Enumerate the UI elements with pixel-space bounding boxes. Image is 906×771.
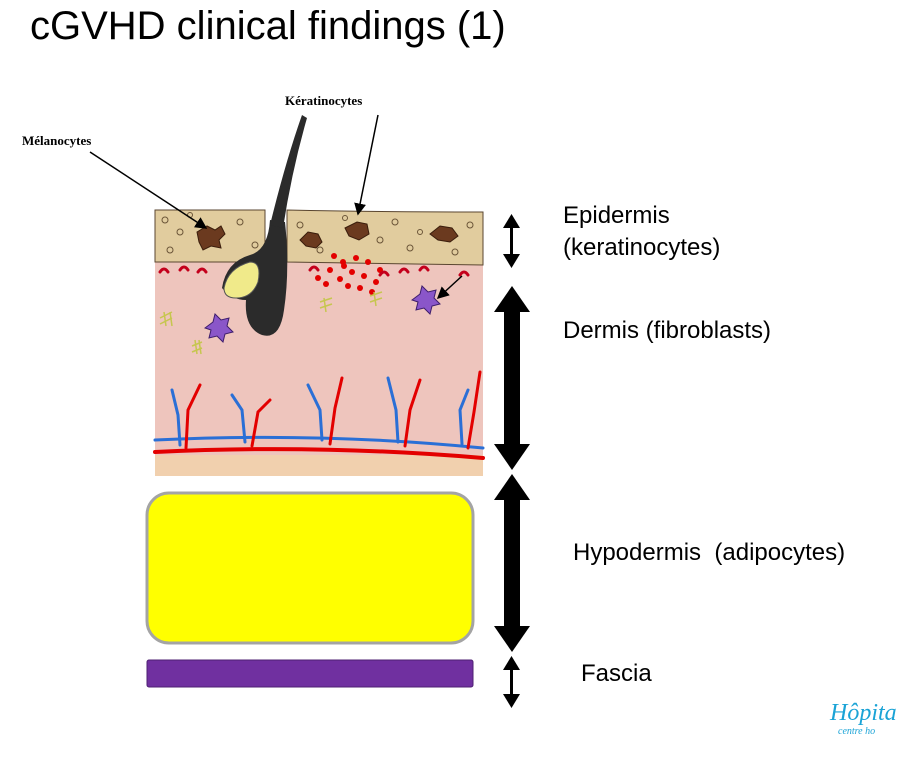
melanocytes-arrow: [89, 151, 208, 229]
hypodermis-scale-arrow: [494, 474, 530, 652]
melanocytes-callout: Mélanocytes: [22, 133, 92, 148]
langerhans-cells: [203, 285, 441, 343]
keratinocytes-arrow: [354, 114, 379, 216]
fascia-label: Fascia: [581, 660, 652, 687]
keratinocytes-callout: Kératinocytes: [285, 93, 363, 108]
logo-main-text: Hôpita: [830, 700, 897, 726]
fascia-layer: [146, 659, 474, 688]
subcutaneous-band: [155, 455, 483, 476]
melanocyte-cells: [196, 221, 459, 251]
blood-vessels: [153, 370, 485, 460]
fascia-scale-arrow: [503, 656, 520, 708]
epidermis-label-line1: Epidermis: [563, 202, 670, 229]
hypodermis-label: Hypodermis (adipocytes): [573, 539, 846, 566]
hypodermis-layer: [145, 491, 475, 645]
epidermis-layer-right: [286, 209, 484, 266]
capillary-loops: [158, 265, 470, 277]
lymphocyte-infiltrate: [315, 253, 383, 295]
hair-shaft: [270, 115, 307, 228]
dermis-scale-arrow: [494, 286, 530, 470]
collagen-fibers: [159, 291, 383, 355]
epidermis-granules: [161, 212, 474, 256]
dermis-label: Dermis (fibroblasts): [563, 317, 772, 344]
sebaceous-gland: [223, 261, 260, 299]
hospital-logo: Hôpita centre ho: [830, 700, 897, 737]
epidermis-label-line2: (keratinocytes): [563, 234, 721, 261]
slide-title: cGVHD clinical findings (1): [30, 4, 506, 48]
logo-sub-text: centre ho: [838, 726, 876, 737]
epidermis-scale-arrow: [503, 214, 520, 268]
epidermis-label: Epidermis (keratinocytes): [563, 200, 720, 264]
langerhans-arrow: [436, 275, 463, 300]
